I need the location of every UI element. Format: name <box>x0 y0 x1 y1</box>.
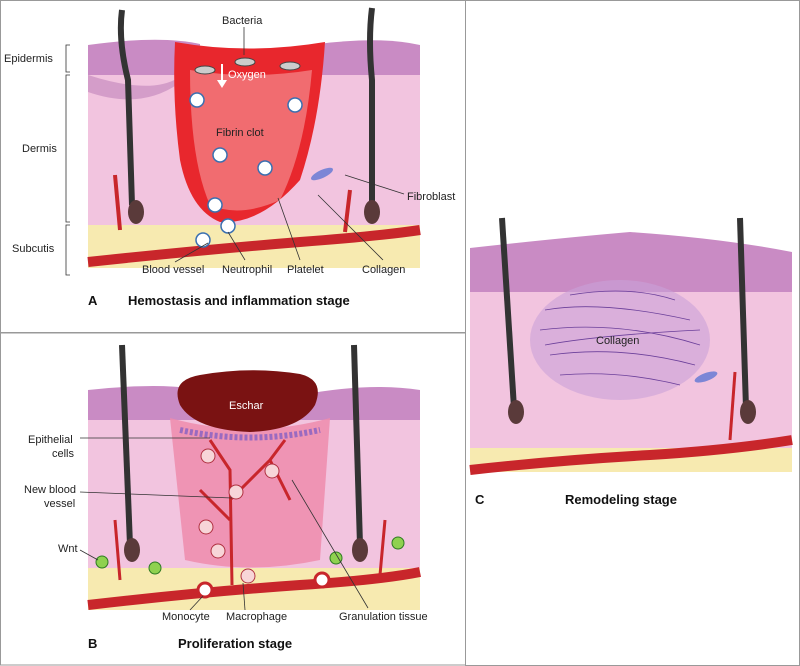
panel-a: Epidermis Dermis Subcutis Bacteria Oxyge… <box>4 7 455 308</box>
new-blood-label-2: vessel <box>44 498 75 510</box>
hair-shaft-left <box>117 9 135 206</box>
hair-bulb-left-c <box>508 400 524 424</box>
neutrophil-label: Neutrophil <box>222 264 272 276</box>
panel-b-letter: B <box>88 636 97 651</box>
granulation-label: Granulation tissue <box>339 611 428 623</box>
epidermis-label: Epidermis <box>4 53 53 65</box>
vessel-branch-c <box>728 371 737 441</box>
monocyte-label: Monocyte <box>162 611 210 623</box>
panel-c: Collagen C Remodeling stage <box>469 217 793 507</box>
platelet-label: Platelet <box>287 264 324 276</box>
blood-vessel-leader <box>174 242 209 263</box>
oxygen-label: Oxygen <box>228 69 266 81</box>
panel-b: Eschar Epithelial cells New blood vessel… <box>24 344 428 651</box>
blood-vessel-b <box>87 567 421 610</box>
hair-bulb-left <box>128 200 144 224</box>
panel-c-letter: C <box>475 492 485 507</box>
fibroblast-cell-c <box>694 371 718 383</box>
epidermis-layer-left <box>88 39 200 75</box>
collagen-leader <box>317 194 384 261</box>
eschar-label: Eschar <box>229 400 264 412</box>
fibroblast-leader <box>344 174 405 195</box>
macrophage-leader <box>242 582 246 611</box>
hair-shaft-right-b <box>351 344 363 546</box>
panel-a-letter: A <box>88 293 98 308</box>
dermis-bracket <box>65 74 70 223</box>
vessel-branches <box>113 174 352 233</box>
hair-bulb-right-c <box>740 400 756 424</box>
epithelial-label-2: cells <box>52 448 75 460</box>
panel-a-caption: Hemostasis and inflammation stage <box>128 293 350 308</box>
platelet-leader <box>277 197 301 261</box>
epidermis-base <box>88 75 178 100</box>
macrophage-label: Macrophage <box>226 611 287 623</box>
neutrophil-cells <box>189 92 303 248</box>
epithelial-label-1: Epithelial <box>28 434 73 446</box>
epithelial-cells-row <box>179 427 321 441</box>
bacteria-cells <box>194 57 301 75</box>
new-blood-vessel-branches <box>113 439 387 586</box>
new-blood-label-1: New blood <box>24 484 76 496</box>
hair-bulb-left-b <box>124 538 140 562</box>
neutrophil-leader <box>227 231 246 261</box>
panel-b-caption: Proliferation stage <box>178 636 292 651</box>
monocyte-cells <box>196 571 331 599</box>
macrophage-cells <box>198 448 280 584</box>
hair-shaft-right <box>367 7 375 205</box>
wnt-label: Wnt <box>58 543 78 555</box>
blood-vessel <box>87 225 421 267</box>
blood-vessel-c <box>469 435 793 475</box>
collagen-label-c: Collagen <box>596 335 639 347</box>
wnt-cells <box>95 536 405 575</box>
wnt-leader <box>79 549 99 561</box>
oxygen-arrowhead <box>217 80 227 88</box>
hair-bulb-right <box>364 200 380 224</box>
fibrin-clot-label: Fibrin clot <box>216 127 264 139</box>
bacteria-label: Bacteria <box>222 15 263 27</box>
dermis-label: Dermis <box>22 143 57 155</box>
granulation-leader <box>291 479 369 609</box>
epidermis-bracket <box>65 44 70 73</box>
blood-vessel-label: Blood vessel <box>142 264 204 276</box>
monocyte-leader <box>189 595 204 611</box>
hair-bulb-right-b <box>352 538 368 562</box>
panel-c-caption: Remodeling stage <box>565 492 677 507</box>
hair-shaft-right-c <box>737 217 749 409</box>
collagen-mass <box>530 280 710 400</box>
hair-shaft-left-b <box>119 344 133 546</box>
subcutis-label: Subcutis <box>12 243 55 255</box>
subcutis-bracket <box>65 224 70 276</box>
new-blood-vessel-leader <box>79 491 233 499</box>
eschar-scab <box>177 370 318 432</box>
fibrin-mesh <box>190 70 312 211</box>
collagen-label: Collagen <box>362 264 405 276</box>
collagen-fibers <box>539 290 701 386</box>
fibroblast-label: Fibroblast <box>407 191 455 203</box>
epidermis-layer-c <box>470 232 792 292</box>
fibroblast-cell <box>310 167 334 181</box>
hair-shaft-left-c <box>499 217 517 409</box>
